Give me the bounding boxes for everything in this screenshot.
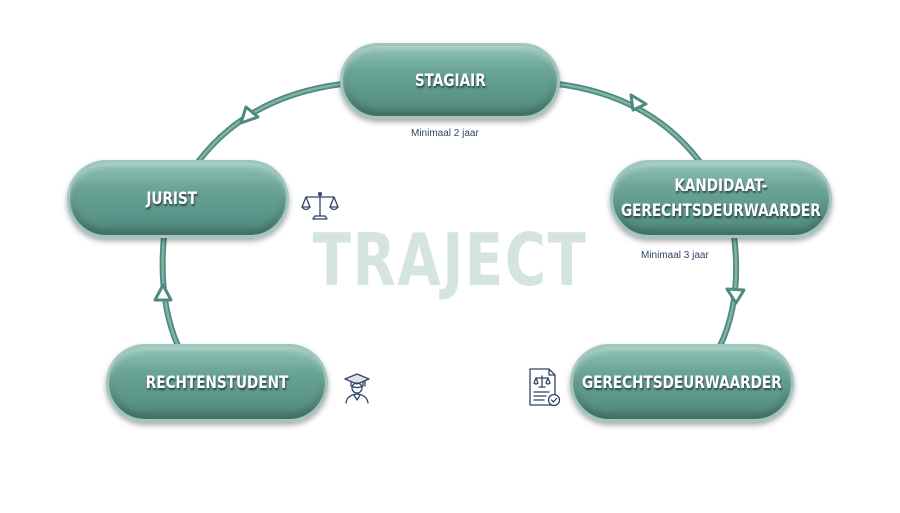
node-label: KANDIDAAT- GERECHTSDEURWAARDER (621, 176, 821, 221)
node-rechtenstudent: RECHTENSTUDENT (106, 344, 328, 422)
node-label: STAGIAIR (414, 70, 486, 91)
graduate-icon (344, 373, 370, 404)
connector-jurist-stagiair (195, 81, 343, 164)
connector-stagiair-kandidaat (557, 81, 703, 164)
arrow-up-icon (153, 283, 173, 302)
legal-document-icon (529, 368, 561, 407)
center-title: TRAJECT (312, 218, 588, 302)
duration-note-kandidaat: Minimaal 3 jaar (641, 250, 709, 261)
node-stagiair: STAGIAIR (340, 43, 560, 119)
node-kandidaat-gerechtsdeurwaarder: KANDIDAAT- GERECHTSDEURWAARDER (610, 160, 832, 238)
node-label: JURIST (146, 188, 198, 209)
node-gerechtsdeurwaarder: GERECHTSDEURWAARDER (570, 344, 794, 422)
node-label: GERECHTSDEURWAARDER (582, 372, 782, 393)
node-jurist: JURIST (67, 160, 289, 238)
arrow-right-icon (239, 105, 260, 125)
scales-icon (301, 191, 339, 220)
node-label: RECHTENSTUDENT (145, 372, 289, 393)
arrow-right-icon (629, 93, 648, 112)
duration-note-stagiair: Minimaal 2 jaar (411, 128, 479, 139)
arrow-down-icon (725, 287, 746, 305)
